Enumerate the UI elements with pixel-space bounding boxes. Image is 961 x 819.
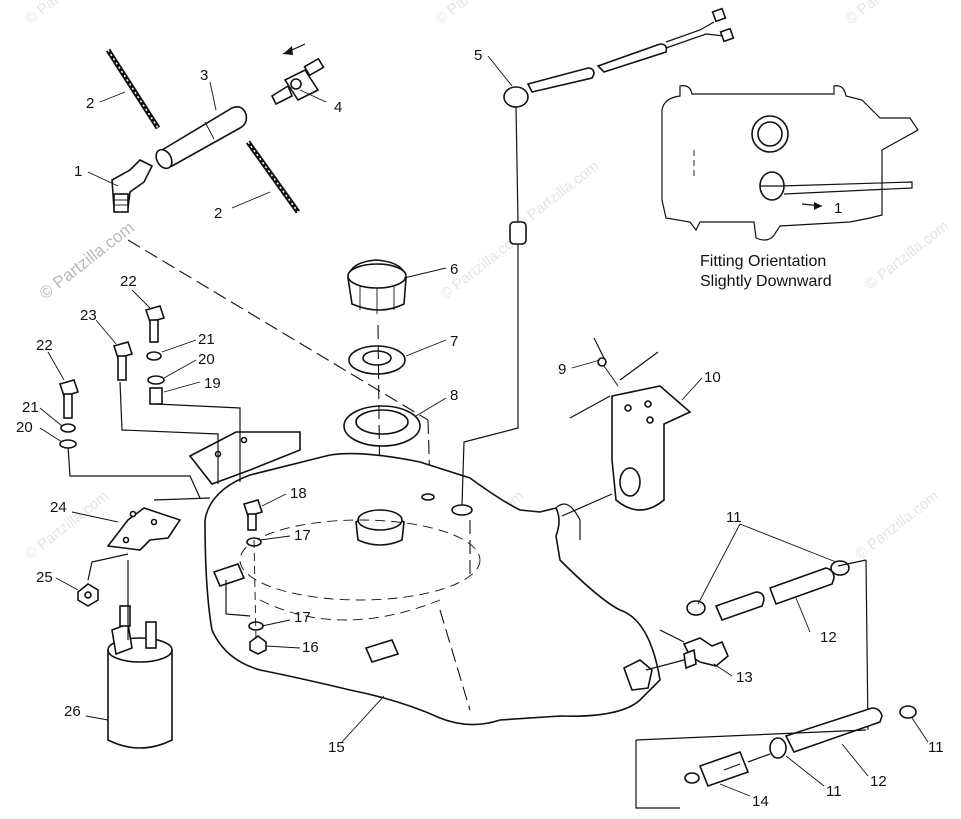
centerline-elbow-2: [427, 419, 431, 486]
part-15-fuel-tank: [204, 452, 661, 726]
callout-22-right: 22: [120, 273, 137, 290]
callout-6: 6: [450, 261, 458, 278]
callout-7: 7: [450, 333, 458, 350]
part-21-washer-right: [146, 351, 162, 361]
callout-11-upper: 11: [726, 509, 742, 526]
callout-17-lower: 17: [294, 609, 311, 626]
callout-14: 14: [752, 793, 769, 810]
part-9-clip: [593, 337, 619, 387]
inset-note-line1: Fitting Orientation: [700, 253, 826, 270]
callout-11-lower: 11: [826, 783, 842, 800]
callout-8: 8: [450, 387, 458, 404]
inset-note-line2: Slightly Downward: [700, 273, 832, 290]
part-22-bolt-right: [144, 305, 166, 343]
part-25-nut: [77, 583, 99, 607]
part-8-seal-ring: [343, 405, 421, 447]
watermark-faint-2: © Partzilla.com: [432, 0, 522, 28]
callout-17-upper: 17: [294, 527, 311, 544]
callout-22-left: 22: [36, 337, 53, 354]
callout-2-lower: 2: [214, 205, 222, 222]
callout-26: 26: [64, 703, 81, 720]
callout-25: 25: [36, 569, 53, 586]
part-10-bracket: [569, 351, 692, 511]
part-7-gasket: [348, 345, 406, 375]
part-13-fitting: [659, 629, 729, 670]
inset-fitting-orientation: 1 Fitting Orientation Slightly Downward: [661, 85, 919, 290]
callout-12-lower: 12: [870, 773, 887, 790]
callout-16: 16: [302, 639, 319, 656]
fastener-leader-4: [153, 497, 211, 501]
part-26-canister: [107, 605, 173, 749]
inset-callout-1: 1: [834, 200, 842, 217]
part-2-strap-upper: [105, 48, 161, 130]
part-21-washer-left: [60, 423, 76, 433]
watermark-faint-6: © Partzilla.com: [22, 488, 112, 564]
part-20-washer-right: [147, 375, 165, 385]
watermark-faint-8: © Partzilla.com: [852, 488, 942, 564]
part-24-bracket: [106, 507, 182, 551]
callout-leaders: [39, 55, 929, 797]
callout-4: 4: [334, 99, 342, 116]
hose-leader-2: [865, 559, 869, 731]
callout-10: 10: [704, 369, 721, 386]
callout-2-upper: 2: [86, 95, 94, 112]
callout-20-right: 20: [198, 351, 215, 368]
callout-24: 24: [50, 499, 67, 516]
part-22-bolt-left: [58, 379, 80, 419]
lower-bracket-line: [635, 729, 867, 809]
part-14-fuel-filter: [684, 750, 771, 788]
hose-leader: [837, 559, 867, 567]
fastener-leader-5: [225, 580, 251, 617]
bracket-line-b: [87, 553, 129, 581]
watermark-faint-3: © Partzilla.com: [842, 0, 932, 28]
watermark-faint-9: © Partzilla.com: [512, 158, 602, 234]
fastener-leader-2: [155, 403, 241, 482]
callout-18: 18: [290, 485, 307, 502]
callout-13: 13: [736, 669, 753, 686]
part-3-hose: [155, 106, 248, 170]
callout-3: 3: [200, 67, 208, 84]
fitting-to-tank: [645, 659, 685, 671]
watermark-faint-1: © Partzilla.com: [22, 0, 112, 28]
callout-19: 19: [204, 375, 221, 392]
part-16-nut: [249, 635, 267, 655]
callout-labels: 2 3 4 1 2 5 6 7 8 9 10 11 12 13 14 15 16…: [16, 47, 944, 810]
callout-11-right: 11: [928, 739, 944, 756]
callout-20-left: 20: [16, 419, 33, 436]
part-20-washer-left: [59, 439, 77, 449]
part-6-fuel-cap: [347, 259, 407, 314]
part-4-shutoff-valve: [270, 43, 325, 106]
watermark-main: © Partzilla.com: [36, 218, 138, 304]
callout-15: 15: [328, 739, 345, 756]
callout-1: 1: [74, 163, 82, 180]
fastener-leader-3: [67, 445, 201, 499]
centerline-elbow: [127, 239, 429, 421]
part-12-hose-lower: [769, 705, 917, 759]
callout-23: 23: [80, 307, 97, 324]
callout-21-left: 21: [22, 399, 39, 416]
watermark-faint-5: © Partzilla.com: [862, 218, 952, 294]
sender-leader: [461, 244, 519, 506]
part-5-fuel-sender: [503, 7, 735, 245]
part-12-hose-upper: [686, 560, 850, 622]
fastener-axis: [253, 539, 257, 641]
part-1-elbow-fitting: [111, 159, 154, 213]
fastener-leader-1: [119, 381, 219, 484]
callout-5: 5: [474, 47, 482, 64]
bracket-to-tank: [561, 493, 613, 517]
callout-21-right: 21: [198, 331, 215, 348]
callout-9: 9: [558, 361, 566, 378]
part-2-strap-lower: [245, 140, 301, 214]
callout-12-upper: 12: [820, 629, 837, 646]
part-23-bolt: [112, 341, 134, 381]
part-18-bolt: [242, 499, 264, 531]
part-19-spacer: [149, 387, 163, 405]
